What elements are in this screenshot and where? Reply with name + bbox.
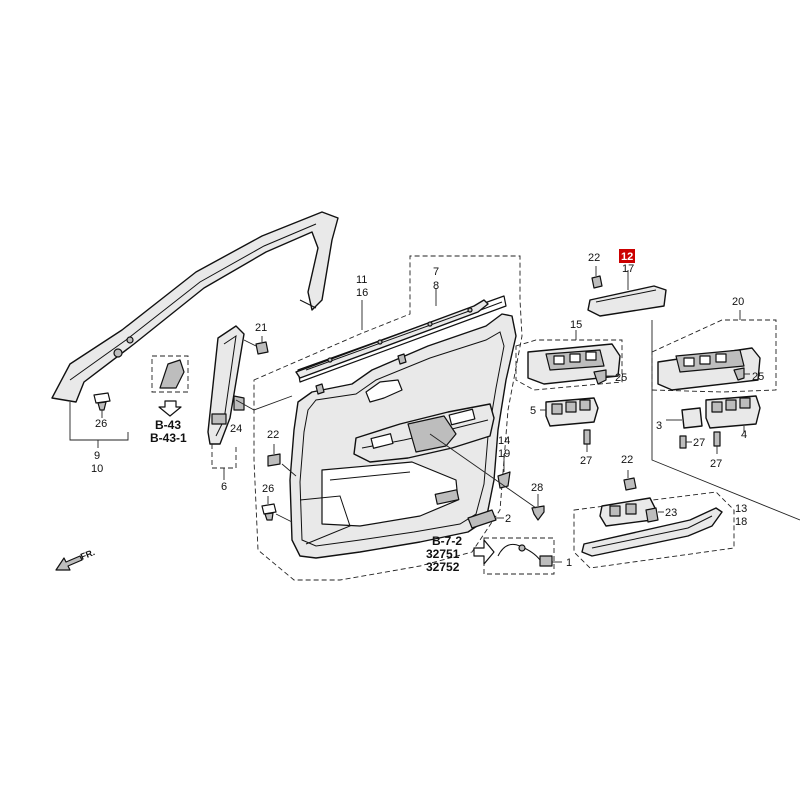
screw-27-c — [713, 431, 721, 454]
label-23: 23 — [665, 507, 677, 519]
trim-clip-26-mid — [261, 496, 277, 521]
label-8: 8 — [433, 280, 439, 292]
highlight-box-12 — [619, 249, 635, 263]
trim-clip-22-mid — [267, 444, 281, 467]
ref-32752[interactable]: 32752 — [426, 560, 460, 574]
clip-25-a — [593, 369, 614, 385]
door-lining — [289, 295, 517, 559]
label-12[interactable]: 12 — [621, 251, 633, 263]
inner-weatherstrip — [295, 299, 489, 379]
label-5: 5 — [530, 405, 536, 417]
ref-b43-1[interactable]: B-43-1 — [150, 431, 187, 445]
screw-28 — [531, 494, 545, 521]
label-1: 1 — [566, 557, 572, 569]
label-26-left: 26 — [95, 418, 107, 430]
label-22-mid: 22 — [267, 429, 279, 441]
clip-22-lower — [623, 470, 637, 491]
label-11: 11 — [356, 274, 367, 286]
label-4: 4 — [741, 429, 747, 441]
label-16: 16 — [356, 287, 368, 299]
reference-b43-box — [151, 355, 189, 417]
reflector — [467, 509, 504, 529]
power-window-master-switch — [540, 397, 599, 427]
label-22-top: 22 — [588, 252, 600, 264]
label-2: 2 — [505, 513, 511, 525]
label-21: 21 — [255, 322, 267, 334]
label-27-a: 27 — [580, 455, 592, 467]
front-direction-arrow: FR. — [55, 547, 96, 571]
screw-27-b — [679, 435, 692, 449]
pillar-garnish — [207, 325, 245, 445]
label-27-c: 27 — [710, 458, 722, 470]
label-18: 18 — [735, 516, 747, 528]
switch-assy-4 — [705, 395, 761, 432]
ref-b7-2[interactable]: B-7-2 — [432, 534, 462, 548]
label-7: 7 — [433, 266, 439, 278]
label-3: 3 — [656, 420, 662, 432]
label-25-a: 25 — [615, 372, 627, 384]
label-14: 14 — [498, 435, 510, 447]
clip-23 — [645, 507, 664, 523]
label-22-lower: 22 — [621, 454, 633, 466]
label-27-b: 27 — [693, 437, 705, 449]
label-19: 19 — [498, 448, 510, 460]
switch-3 — [666, 407, 703, 429]
ref-b43[interactable]: B-43 — [155, 418, 181, 432]
screw-21 — [243, 339, 269, 355]
label-15: 15 — [570, 319, 582, 331]
label-17: 17 — [622, 263, 634, 275]
switch-panel-20 — [651, 319, 777, 393]
label-26-mid: 26 — [262, 483, 274, 495]
clip-26-left — [93, 392, 111, 411]
label-25-b: 25 — [752, 371, 764, 383]
screw-27-a — [583, 429, 591, 452]
front-direction-label: FR. — [79, 547, 96, 562]
label-13: 13 — [735, 503, 747, 515]
reference-codes: B-43 B-43-1 B-7-2 32751 32752 — [150, 418, 462, 574]
label-24: 24 — [230, 423, 242, 435]
label-20: 20 — [732, 296, 744, 308]
part-labels: 1 2 3 4 5 6 7 8 9 10 11 12 13 14 15 16 1… — [91, 249, 764, 569]
courtesy-light-harness — [473, 537, 562, 575]
ref-32751[interactable]: 32751 — [426, 547, 460, 561]
label-10: 10 — [91, 463, 103, 475]
label-9: 9 — [94, 450, 100, 462]
door-sash-molding — [51, 211, 339, 403]
armrest-cover — [587, 275, 667, 317]
label-6: 6 — [221, 481, 227, 493]
lower-garnish — [573, 491, 735, 569]
label-28: 28 — [531, 482, 543, 494]
